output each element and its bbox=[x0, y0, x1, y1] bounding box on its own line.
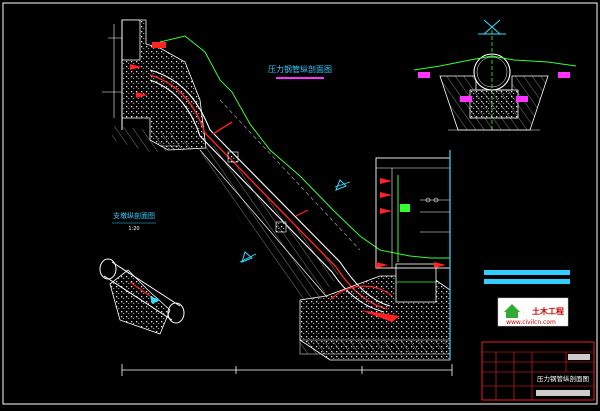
support-pier-1 bbox=[227, 151, 239, 163]
drawing-frame bbox=[2, 2, 598, 405]
watermark: 土木工程 www.civilcn.com bbox=[497, 297, 569, 327]
notes-bar-1 bbox=[484, 270, 570, 275]
ground-line bbox=[159, 35, 450, 259]
support-pier-2 bbox=[275, 221, 287, 233]
notes-bar-2 bbox=[484, 279, 570, 284]
slope-hatch bbox=[200, 145, 340, 300]
forebay-wall bbox=[121, 19, 141, 61]
support-detail-title: 支墩纵剖面图 bbox=[113, 211, 155, 220]
red-valve bbox=[360, 310, 400, 322]
title-block-name: 压力钢管纵剖面图 bbox=[537, 374, 589, 383]
top-red-block bbox=[152, 42, 166, 48]
upper-anchor-block bbox=[121, 19, 207, 151]
title-block: 压力钢管纵剖面图 bbox=[481, 341, 595, 401]
watermark-url: www.civilcn.com bbox=[506, 319, 556, 326]
section-marker-1 bbox=[335, 179, 347, 191]
saddle-block bbox=[469, 89, 519, 119]
watermark-name: 土木工程 bbox=[532, 306, 564, 316]
valve-chamber bbox=[395, 263, 437, 303]
upper-earth-hatch bbox=[112, 126, 200, 152]
cross-section bbox=[413, 19, 577, 132]
main-section bbox=[102, 19, 453, 376]
section-marker-2 bbox=[241, 251, 253, 263]
green-marker bbox=[400, 204, 410, 212]
section-title: 压力钢管纵剖面图 bbox=[268, 64, 332, 74]
support-detail bbox=[99, 258, 185, 335]
support-detail-scale: 1:20 bbox=[128, 226, 139, 232]
